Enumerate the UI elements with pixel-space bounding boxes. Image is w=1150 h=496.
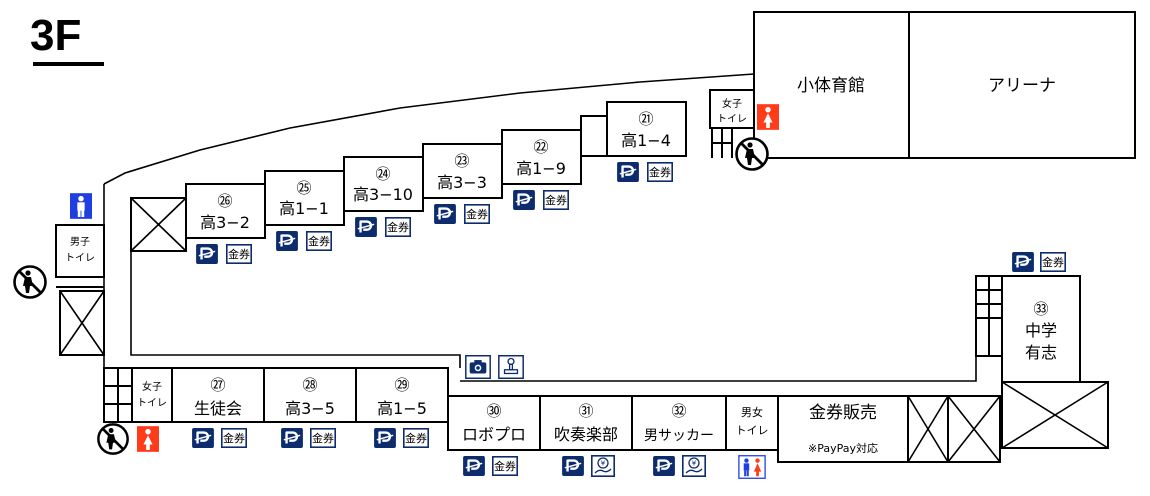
left-wing: 男子 トイレ: [13, 193, 105, 356]
svg-text:女子: 女子: [722, 97, 742, 110]
female-icon: [137, 426, 159, 452]
svg-text:高1−4: 高1−4: [621, 131, 671, 150]
svg-text:金券: 金券: [312, 431, 334, 445]
svg-text:男女: 男女: [741, 405, 763, 419]
paypay-icon: [1012, 252, 1034, 272]
svg-text:㉗: ㉗: [210, 376, 225, 394]
paypay-icon: [192, 428, 214, 448]
svg-text:金券: 金券: [405, 431, 427, 445]
svg-text:㉓: ㉓: [454, 152, 469, 170]
svg-text:㉔: ㉔: [375, 165, 390, 183]
paypay-icon: [617, 162, 639, 182]
svg-text:男子: 男子: [70, 236, 90, 248]
paypay-icon: [434, 204, 456, 224]
svg-text:男サッカー: 男サッカー: [644, 428, 714, 444]
svg-text:㉜: ㉜: [671, 402, 686, 420]
svg-text:生徒会: 生徒会: [194, 399, 242, 418]
no-smoking-icon: [97, 423, 129, 455]
svg-text:金券: 金券: [1042, 255, 1064, 269]
paypay-icon: [374, 428, 396, 448]
paypay-note: ※PayPay対応: [808, 441, 878, 455]
room-33: [1001, 275, 1081, 383]
bottom-rooms-2: ㉚ ロボプロ ㉛ 吹奏楽部 ㉜ 男サッカー 男女 トイレ 金券販売 ※PayPa…: [447, 381, 1109, 479]
svg-text:金券: 金券: [387, 220, 409, 234]
svg-text:金券: 金券: [223, 431, 245, 445]
gym-label: 小体育館: [797, 76, 865, 96]
payment-icons-upper: 金券 金券 金券 金券 金券 金券: [196, 162, 673, 264]
kinken-sale-label: 金券販売: [809, 403, 877, 423]
room-21: [606, 101, 687, 157]
svg-text:高3−2: 高3−2: [200, 213, 250, 232]
camera-icon: [465, 355, 491, 379]
event-icons: [465, 355, 524, 379]
room-28: [263, 367, 357, 423]
svg-text:トイレ: トイレ: [736, 424, 769, 437]
cashless-icon: [682, 455, 706, 477]
room-26: [185, 183, 266, 239]
svg-text:㉛: ㉛: [578, 402, 593, 420]
bottom-rooms: ㉗ 生徒会 ㉘ 高3−5 ㉙ 高1−5 金券 金券 金券: [171, 367, 449, 448]
no-smoking-icon: [13, 265, 47, 299]
svg-text:㉘: ㉘: [302, 376, 317, 394]
room-23: [422, 143, 503, 199]
paypay-icon: [653, 456, 675, 476]
paypay-icon: [281, 428, 303, 448]
svg-text:高1−5: 高1−5: [377, 399, 427, 418]
room-29: [355, 367, 449, 423]
svg-text:有志: 有志: [1025, 343, 1057, 362]
svg-text:金券: 金券: [649, 165, 671, 179]
room-32: [631, 395, 727, 451]
paypay-icon: [562, 456, 584, 476]
svg-text:金券: 金券: [228, 247, 250, 261]
svg-text:金券: 金券: [545, 193, 567, 207]
svg-text:ロボプロ: ロボプロ: [462, 425, 526, 444]
floor-label: 3F: [30, 11, 81, 60]
svg-text:㉕: ㉕: [296, 179, 311, 197]
svg-text:トイレ: トイレ: [717, 114, 747, 125]
male-icon: [70, 193, 92, 219]
svg-text:高1−9: 高1−9: [516, 159, 566, 178]
room-30: [447, 395, 541, 451]
svg-text:トイレ: トイレ: [137, 398, 167, 409]
svg-text:㉙: ㉙: [394, 376, 409, 394]
paypay-icon: [196, 244, 218, 264]
right-wing: ㉝ 中学 有志 金券: [975, 252, 1081, 383]
svg-text:高1−1: 高1−1: [279, 199, 329, 218]
paypay-icon: [513, 190, 535, 210]
svg-text:高3−3: 高3−3: [437, 173, 487, 192]
floor-title: 3F: [30, 11, 104, 66]
bottom-left: 女子 トイレ: [97, 367, 173, 455]
unisex-restroom-icon: [738, 455, 766, 479]
svg-text:金券: 金券: [494, 459, 516, 473]
svg-text:トイレ: トイレ: [65, 253, 95, 264]
cashless-icon: [591, 455, 615, 477]
svg-text:高3−10: 高3−10: [353, 185, 413, 204]
svg-text:㉒: ㉒: [533, 138, 548, 156]
arena-label: アリーナ: [988, 76, 1056, 96]
womens-restroom-top: 女子 トイレ: [709, 89, 779, 171]
building-outline: [103, 12, 977, 388]
svg-text:金券: 金券: [308, 234, 330, 248]
gym-block: 小体育館 アリーナ: [753, 11, 1136, 159]
svg-text:㉑: ㉑: [638, 110, 653, 128]
svg-text:吹奏楽部: 吹奏楽部: [554, 425, 618, 444]
svg-text:㉖: ㉖: [217, 192, 232, 210]
stamp-icon: [498, 355, 524, 379]
svg-text:㉚: ㉚: [486, 402, 501, 420]
svg-text:㉝: ㉝: [1033, 300, 1048, 318]
upper-rooms: ㉑ 高1−4 ㉒ 高1−9 ㉓ 高3−3 ㉔ 高3−10 ㉕ 高1−1 ㉖ 高3…: [130, 101, 687, 252]
no-smoking-icon: [735, 137, 769, 171]
female-icon: [757, 104, 779, 130]
paypay-icon: [276, 231, 298, 251]
paypay-icon: [355, 217, 377, 237]
svg-text:中学: 中学: [1025, 321, 1057, 340]
paypay-icon: [463, 456, 485, 476]
svg-text:高3−5: 高3−5: [285, 399, 335, 418]
svg-text:金券: 金券: [466, 207, 488, 221]
room-24: [343, 156, 424, 212]
svg-text:女子: 女子: [142, 380, 162, 393]
